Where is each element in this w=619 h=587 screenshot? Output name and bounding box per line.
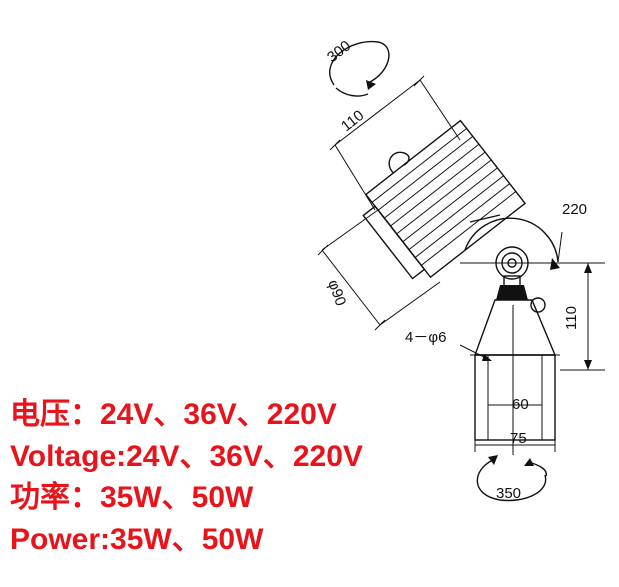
head-length-dimension bbox=[329, 75, 461, 211]
dim-outer-width: 75 bbox=[510, 430, 527, 447]
dim-base-height: 110 bbox=[563, 306, 580, 330]
dim-inner-width: 60 bbox=[512, 396, 529, 413]
dim-arc-right: 220 bbox=[562, 201, 587, 218]
spec-power-cn: 功率：35W、50W bbox=[10, 481, 254, 514]
spec-voltage-en: Voltage:24V、36V、220V bbox=[10, 440, 363, 473]
dim-diameter: φ90 bbox=[324, 278, 349, 309]
rotation-arrow-top bbox=[329, 40, 390, 97]
dim-head-length: 110 bbox=[338, 107, 367, 135]
swivel-arc bbox=[464, 214, 563, 270]
width-dimensions bbox=[474, 404, 556, 452]
rotation-arrow-bottom bbox=[476, 455, 547, 502]
dim-holes: 4－φ6 bbox=[405, 329, 446, 346]
dim-rotation-top: 300 bbox=[324, 37, 354, 66]
pivot-joint bbox=[460, 246, 600, 313]
dim-rotation-bottom: 350 bbox=[496, 485, 521, 502]
lamp-head bbox=[362, 119, 527, 280]
spec-power-en: Power:35W、50W bbox=[10, 523, 264, 556]
spec-voltage-cn: 电压：24V、36V、220V bbox=[10, 398, 337, 431]
base-stand bbox=[470, 299, 560, 455]
base-height-dimension bbox=[560, 262, 605, 371]
holes-leader bbox=[459, 344, 492, 361]
diameter-dimension bbox=[317, 209, 441, 331]
